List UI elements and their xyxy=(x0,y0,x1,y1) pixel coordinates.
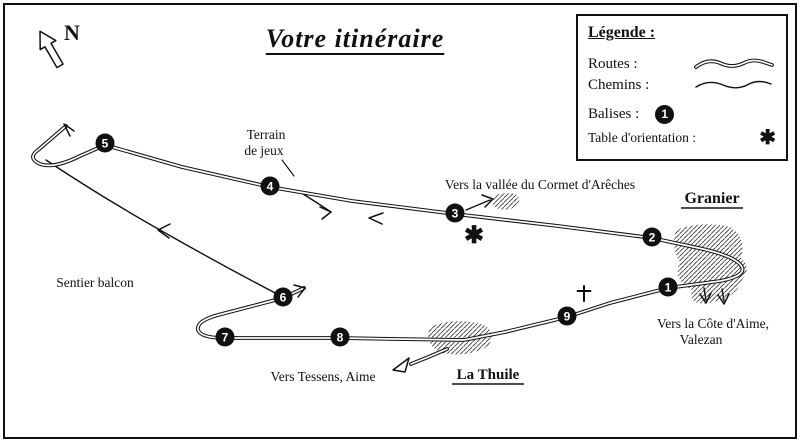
svg-text:8: 8 xyxy=(337,331,344,345)
tessens-spur-fill xyxy=(410,348,448,365)
main-route-fill xyxy=(32,125,744,341)
legend-table-label: Table d'orientation : xyxy=(588,130,696,145)
legend-row-balises: Balises : 1 xyxy=(588,105,776,124)
route-start-arrow-icon xyxy=(63,123,75,137)
chemin-sample-icon xyxy=(695,80,772,89)
svg-text:1: 1 xyxy=(665,281,672,295)
granier-exit-line-1 xyxy=(703,287,707,301)
label-terrain-line2: de jeux xyxy=(244,143,284,158)
cormet-spur-path xyxy=(465,199,491,211)
tessens-arrow-icon xyxy=(392,357,410,373)
spur-4-arrow-icon xyxy=(319,206,332,220)
legend-heading: Légende : xyxy=(588,24,656,41)
label-cote-aime-line1: Vers la Côte d'Aime, xyxy=(657,316,769,331)
svg-text:7: 7 xyxy=(222,331,229,345)
granier-exit-arrow-2-icon xyxy=(717,293,730,305)
balise-5: 5 xyxy=(95,133,115,153)
la-thuile-village-area xyxy=(428,321,492,355)
balise-9: 9 xyxy=(557,306,577,326)
legend-row-orientation-table: Table d'orientation : ✱ xyxy=(588,128,776,148)
granier-exit-line-2 xyxy=(721,288,725,302)
route-sample-icon xyxy=(694,58,774,69)
granier-exit-arrow-1-icon xyxy=(699,292,712,304)
label-la-thuile: La Thuile xyxy=(457,367,520,383)
balise-8: 8 xyxy=(330,327,350,347)
legend: Légende : Routes : Chemins : Balises : 1… xyxy=(576,14,788,161)
label-terrain-line1: Terrain xyxy=(247,127,286,142)
label-tessens: Vers Tessens, Aime xyxy=(271,369,376,384)
label-cormet: Vers la vallée du Cormet d'Arêches xyxy=(445,177,635,192)
legend-balises-label: Balises : xyxy=(588,106,640,122)
cormet-direction-area xyxy=(493,192,520,210)
svg-text:5: 5 xyxy=(102,137,109,151)
balise-3: 3 xyxy=(445,203,465,223)
label-granier: Granier xyxy=(684,190,739,207)
legend-balise-icon: 1 xyxy=(655,105,675,124)
legend-routes-label: Routes : xyxy=(588,55,638,72)
label-sentier-balcon: Sentier balcon xyxy=(56,275,134,290)
balise-2: 2 xyxy=(642,227,662,247)
orientation-table-icon: ✱ xyxy=(464,223,484,249)
route-continues-arrow-icon xyxy=(293,284,306,298)
mid-route-arrow-icon xyxy=(368,212,384,225)
legend-chemins-label: Chemins : xyxy=(588,76,650,93)
chapel-cross-icon xyxy=(576,285,592,302)
north-label: N xyxy=(64,20,80,45)
granier-village-area xyxy=(673,224,747,304)
svg-text:3: 3 xyxy=(452,207,459,221)
balise-1: 1 xyxy=(658,277,678,297)
legend-star-icon: ✱ xyxy=(759,127,776,149)
legend-row-chemins: Chemins : xyxy=(588,75,776,95)
label-cote-aime-line2: Valezan xyxy=(680,332,723,347)
north-arrow-icon xyxy=(39,30,64,69)
balise-6: 6 xyxy=(273,287,293,307)
svg-text:9: 9 xyxy=(564,310,571,324)
terrain-connector-line xyxy=(281,159,295,177)
cormet-arrow-icon xyxy=(481,194,494,208)
svg-text:6: 6 xyxy=(280,291,287,305)
sentier-balcon-path xyxy=(45,159,282,297)
balise-7: 7 xyxy=(215,327,235,347)
svg-text:4: 4 xyxy=(267,180,274,194)
map-title: Votre itinéraire xyxy=(265,24,445,53)
legend-row-routes: Routes : xyxy=(588,54,776,74)
sentier-arrow-icon xyxy=(157,223,171,239)
svg-text:2: 2 xyxy=(649,231,656,245)
balise-4: 4 xyxy=(260,176,280,196)
